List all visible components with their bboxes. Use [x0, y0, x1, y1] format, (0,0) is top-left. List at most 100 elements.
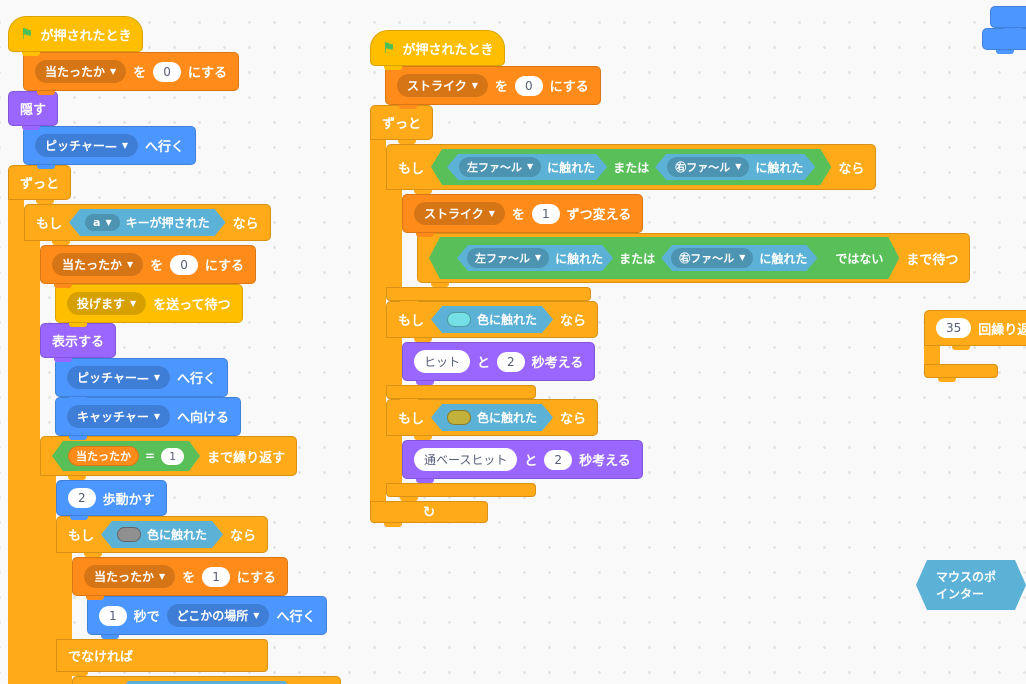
- value-input[interactable]: 0: [153, 61, 181, 82]
- block-label: なら: [232, 217, 259, 232]
- touching-color-condition[interactable]: 色に触れた: [101, 521, 223, 548]
- move-steps-block[interactable]: 2 歩動かす: [56, 480, 167, 520]
- if-else-touching-color-block[interactable]: もし 色に触れた なら: [56, 516, 342, 684]
- show-block[interactable]: 表示する: [40, 323, 117, 362]
- think-block[interactable]: ヒット と 2 秒考える: [402, 342, 596, 385]
- variable-dropdown[interactable]: ストライク ▼: [414, 202, 505, 225]
- partial-motion-block[interactable]: [990, 6, 1026, 32]
- color-swatch[interactable]: [117, 527, 141, 542]
- forever-header[interactable]: ずっと: [370, 105, 434, 144]
- seconds-input[interactable]: 1: [99, 605, 127, 626]
- partial-motion-block[interactable]: [982, 28, 1026, 54]
- touching-target-dropdown[interactable]: 左ファ〜ル ▼: [459, 157, 541, 177]
- point-towards-block[interactable]: キャッチャー ▼ へ向ける: [55, 397, 242, 440]
- go-to-pitcher-block[interactable]: ピッチャー— ▼ へ行く: [23, 126, 197, 169]
- when-flag-clicked-block[interactable]: ⚑ が押されたとき: [370, 30, 506, 70]
- else-bar[interactable]: でなければ: [56, 639, 268, 676]
- variable-dropdown[interactable]: 当たったか ▼: [84, 565, 176, 588]
- think-text-input[interactable]: ヒット: [414, 350, 471, 373]
- glide-to-block[interactable]: 1 秒で どこかの場所 ▼ へ行く: [87, 596, 328, 639]
- glide-target-dropdown[interactable]: どこかの場所 ▼: [166, 604, 270, 627]
- if-key-pressed-block[interactable]: もし a ▼ キーが押された なら 当: [24, 204, 342, 684]
- wait-until-block[interactable]: 左ファ〜ル ▼ に触れた または ㊨ファ〜ル: [417, 233, 971, 287]
- if-header[interactable]: もし 色に触れた なら: [386, 399, 599, 440]
- value-input[interactable]: 0: [170, 254, 198, 275]
- if-header[interactable]: もし キャッチャー ▼ に触れた: [72, 676, 342, 684]
- touching-left-foul-condition[interactable]: 左ファ〜ル ▼ に触れた: [457, 245, 613, 271]
- chevron-down-icon: ▼: [121, 140, 129, 150]
- block-label: 色に触れた: [477, 411, 538, 425]
- or-condition[interactable]: 左ファ〜ル ▼ に触れた または ㊨ファ〜ル: [445, 242, 829, 274]
- seconds-input[interactable]: 2: [497, 351, 525, 372]
- broadcast-and-wait-block[interactable]: 投げます ▼ を送って待つ: [55, 284, 243, 327]
- set-variable-block[interactable]: 当たったか ▼ を 0 にする: [40, 245, 256, 288]
- block-label: を: [150, 259, 164, 274]
- dropdown-value: マウスのポインター: [936, 570, 997, 601]
- forever-block[interactable]: ずっと もし a ▼ キーが押された なら: [8, 165, 342, 684]
- if-touching-color-cyan-block[interactable]: もし 色に触れた なら ヒット と 2 秒考える: [386, 301, 599, 403]
- steps-input[interactable]: 2: [68, 488, 96, 508]
- touching-target-dropdown[interactable]: ㊨ファ〜ル ▼: [667, 157, 749, 177]
- block-label: 回繰り返す: [978, 322, 1026, 338]
- if-touching-color-olive-block[interactable]: もし 色に触れた なら 通ベースヒット と 2 秒考える: [386, 399, 643, 501]
- think-text-input[interactable]: 通ベースヒット: [414, 448, 518, 471]
- touching-color-condition[interactable]: 色に触れた: [431, 404, 553, 431]
- goto-target-dropdown[interactable]: ピッチャー— ▼: [35, 134, 139, 157]
- chevron-down-icon: ▼: [159, 571, 166, 581]
- not-condition[interactable]: 左ファ〜ル ▼ に触れた または ㊨ファ〜ル: [429, 237, 899, 279]
- goto-target-dropdown[interactable]: ピッチャー— ▼: [67, 366, 171, 389]
- value-input[interactable]: 1: [202, 566, 230, 587]
- key-dropdown[interactable]: a ▼: [85, 214, 120, 231]
- value-input[interactable]: 1: [161, 448, 184, 465]
- touching-target-dropdown[interactable]: ㊨ファ〜ル ▼: [671, 248, 753, 268]
- set-variable-block[interactable]: 当たったか ▼ を 1 にする: [72, 557, 288, 600]
- hide-block[interactable]: 隠す: [8, 91, 59, 130]
- forever-header[interactable]: ずっと: [8, 165, 72, 204]
- seconds-input[interactable]: 2: [544, 449, 573, 470]
- touching-left-foul-condition[interactable]: 左ファ〜ル ▼ に触れた: [447, 154, 607, 180]
- value-input[interactable]: 1: [531, 203, 560, 224]
- dropdown-value: キャッチャー: [77, 410, 149, 424]
- equals-condition[interactable]: 当たったか = 1: [52, 441, 200, 471]
- color-swatch[interactable]: [447, 410, 471, 425]
- or-condition[interactable]: 左ファ〜ル ▼ に触れた または ㊨ファ〜ル ▼: [431, 149, 831, 185]
- block-label: を: [182, 571, 196, 586]
- go-to-pitcher-block[interactable]: ピッチャー— ▼ へ行く: [55, 358, 229, 401]
- point-target-dropdown[interactable]: キャッチャー ▼: [67, 405, 171, 428]
- repeat-until-block[interactable]: 当たったか = 1 まで繰り返す 2 歩動かす: [40, 436, 342, 684]
- broadcast-dropdown[interactable]: 投げます ▼: [67, 292, 147, 315]
- touching-mouse-pointer-block[interactable]: マウスのポインター: [916, 560, 1026, 610]
- set-variable-block[interactable]: ストライク ▼ を 0 にする: [385, 66, 601, 109]
- touching-color-condition[interactable]: 色に触れた: [431, 306, 553, 333]
- variable-dropdown[interactable]: ストライク ▼: [397, 74, 488, 97]
- repeat-until-header[interactable]: 当たったか = 1 まで繰り返す: [40, 436, 298, 480]
- variable-reporter[interactable]: 当たったか: [68, 446, 139, 466]
- if-touching-fouls-block[interactable]: もし 左ファ〜ル ▼ に触れた または: [386, 144, 971, 305]
- touching-catcher-condition[interactable]: キャッチャー ▼ に触れた: [117, 681, 296, 684]
- change-variable-block[interactable]: ストライク ▼ を 1 ずつ変える: [402, 194, 644, 237]
- or-label: または: [619, 251, 656, 266]
- if-header[interactable]: もし a ▼ キーが押された なら: [24, 204, 271, 245]
- touching-target-dropdown[interactable]: 左ファ〜ル ▼: [467, 248, 549, 268]
- if-touching-catcher-block[interactable]: もし キャッチャー ▼ に触れた: [72, 676, 342, 684]
- if-header[interactable]: もし 左ファ〜ル ▼ に触れた または: [386, 144, 877, 194]
- color-swatch[interactable]: [447, 312, 471, 327]
- value-input[interactable]: 0: [514, 75, 543, 96]
- if-header[interactable]: もし 色に触れた なら: [386, 301, 599, 342]
- block-label: もし: [36, 217, 63, 232]
- when-flag-clicked-block[interactable]: ⚑ が押されたとき: [8, 16, 144, 56]
- forever-block[interactable]: ずっと もし 左ファ〜ル ▼ に触れた: [370, 105, 971, 527]
- repeat-times-block[interactable]: 35 回繰り返す: [924, 310, 1026, 382]
- variable-dropdown[interactable]: 当たったか ▼: [35, 60, 127, 83]
- touching-right-foul-condition[interactable]: ㊨ファ〜ル ▼ に触れた: [655, 154, 815, 180]
- if-block-end: [386, 287, 591, 305]
- key-pressed-condition[interactable]: a ▼ キーが押された: [69, 209, 226, 236]
- think-block[interactable]: 通ベースヒット と 2 秒考える: [402, 440, 643, 483]
- variable-dropdown[interactable]: 当たったか ▼: [52, 253, 144, 276]
- repeat-times-header[interactable]: 35 回繰り返す: [924, 310, 1026, 350]
- touching-right-foul-condition[interactable]: ㊨ファ〜ル ▼ に触れた: [661, 245, 817, 271]
- set-variable-block[interactable]: 当たったか ▼ を 0 にする: [23, 52, 239, 95]
- if-header[interactable]: もし 色に触れた なら: [56, 516, 269, 557]
- times-input[interactable]: 35: [936, 318, 972, 338]
